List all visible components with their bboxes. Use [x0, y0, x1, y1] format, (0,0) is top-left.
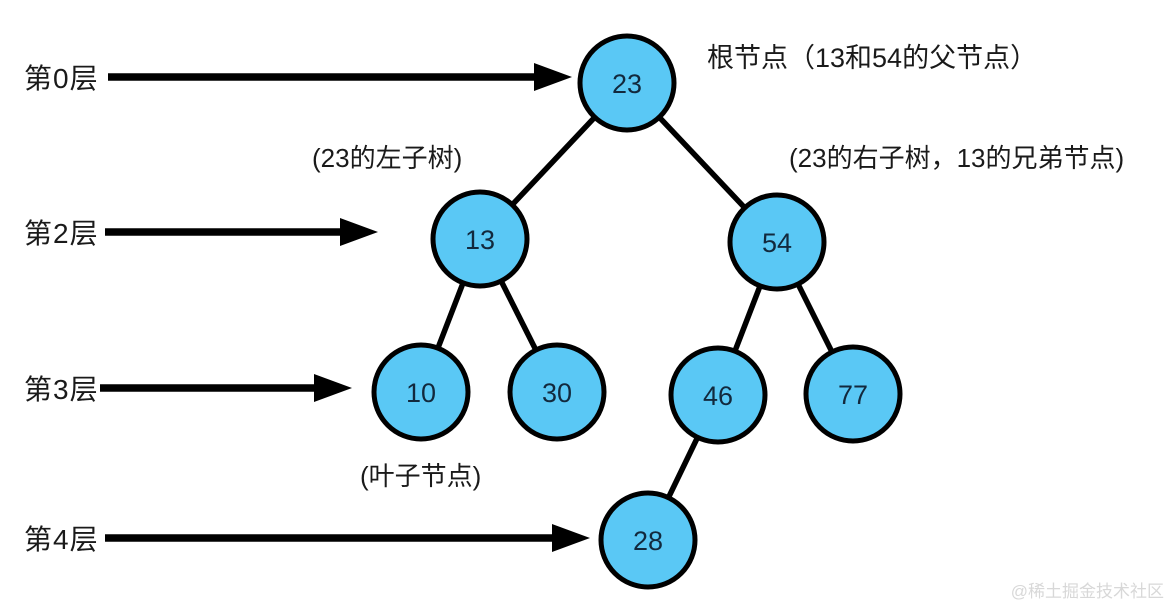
right-subtree-annotation: (23的右子树，13的兄弟节点): [789, 143, 1125, 173]
tree-node-77: [803, 344, 903, 444]
tree-node-30: [507, 342, 607, 442]
watermark: @稀土掘金技术社区: [1010, 582, 1164, 601]
tree-node-value-46: 46: [703, 381, 733, 411]
tree-node-value-10: 10: [406, 378, 436, 408]
tree-node-54: [727, 192, 827, 292]
tree-node-value-28: 28: [633, 526, 663, 556]
tree-node-10: [371, 342, 471, 442]
level-arrow-head-3: [552, 524, 590, 552]
tree-node-value-23: 23: [612, 69, 642, 99]
level-arrow-head-2: [314, 374, 352, 402]
tree-node-23: [577, 33, 677, 133]
level-4-label: 第4层: [24, 524, 99, 555]
tree-node-value-77: 77: [838, 380, 868, 410]
tree-node-value-30: 30: [542, 378, 572, 408]
leaf-node-annotation: (叶子节点): [360, 461, 482, 491]
level-0-label: 第0层: [24, 63, 99, 94]
left-subtree-annotation: (23的左子树): [312, 143, 463, 173]
tree-node-value-13: 13: [465, 225, 495, 255]
tree-node-28: [598, 490, 698, 590]
level-2-label: 第2层: [24, 218, 99, 249]
tree-node-value-54: 54: [762, 228, 792, 258]
tree-node-13: [430, 189, 530, 289]
level-3-label: 第3层: [24, 374, 99, 405]
level-arrow-head-1: [340, 218, 378, 246]
root-node-annotation: 根节点（13和54的父节点）: [707, 43, 1038, 73]
level-arrow-head-0: [534, 63, 572, 91]
tree-node-46: [668, 345, 768, 445]
